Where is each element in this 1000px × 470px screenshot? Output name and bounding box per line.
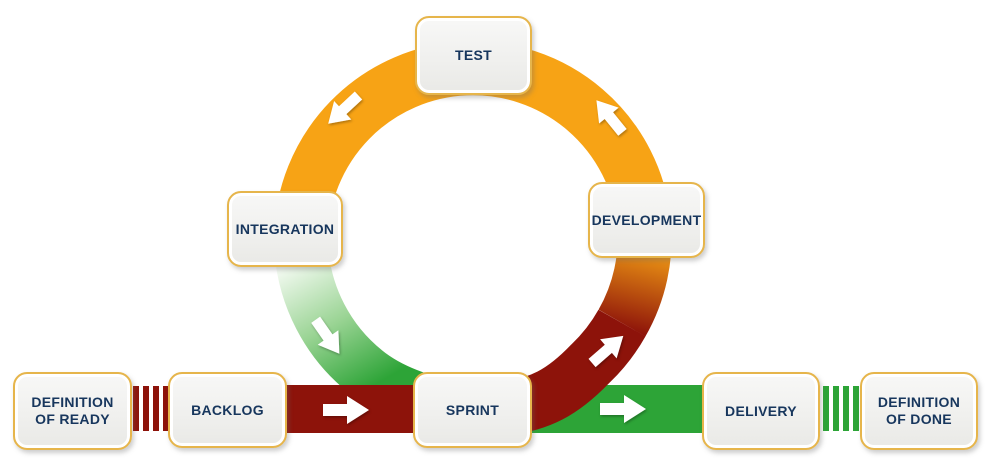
delivery-done-hatch <box>823 386 859 431</box>
node-test-label: TEST <box>455 47 492 64</box>
node-integration-label: INTEGRATION <box>235 220 335 237</box>
node-delivery-label: DELIVERY <box>725 402 797 419</box>
node-backlog: BACKLOG <box>168 372 287 448</box>
node-development: DEVELOPMENT <box>588 182 705 258</box>
node-definition-of-done: DEFINITION OF DONE <box>860 372 978 450</box>
node-development-label: DEVELOPMENT <box>591 211 702 228</box>
hatch-bar <box>133 386 139 431</box>
node-sprint: SPRINT <box>413 372 532 448</box>
node-backlog-label: BACKLOG <box>191 401 264 418</box>
hatch-bar <box>153 386 159 431</box>
hatch-bar <box>163 386 169 431</box>
node-definition-of-ready: DEFINITION OF READY <box>13 372 132 450</box>
hatch-bar <box>853 386 859 431</box>
hatch-bar <box>843 386 849 431</box>
hatch-bar <box>143 386 149 431</box>
hatch-bar <box>833 386 839 431</box>
node-sprint-label: SPRINT <box>445 401 500 418</box>
node-definition-of-ready-label: DEFINITION OF READY <box>31 394 114 427</box>
node-definition-of-done-label: DEFINITION OF DONE <box>877 394 961 427</box>
node-delivery: DELIVERY <box>702 372 820 450</box>
node-integration: INTEGRATION <box>227 191 343 267</box>
hatch-bar <box>823 386 829 431</box>
node-test: TEST <box>415 16 532 95</box>
ready-backlog-hatch <box>133 386 169 431</box>
